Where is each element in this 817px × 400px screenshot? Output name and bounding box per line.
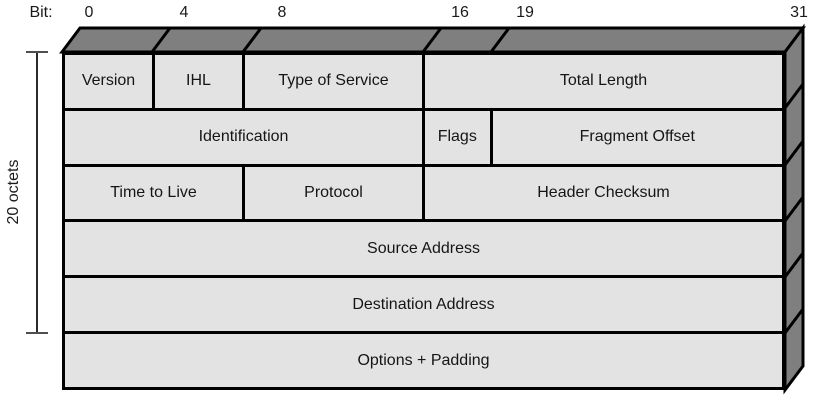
bit-tick-0: 0 xyxy=(84,4,94,21)
field-source-address: Source Address xyxy=(65,222,782,276)
field-ihl: IHL xyxy=(155,55,242,108)
bit-tick-4: 4 xyxy=(179,4,189,21)
field-options-padding: Options + Padding xyxy=(65,334,782,387)
field-time-to-live: Time to Live xyxy=(65,166,242,220)
top-face-bit-dividers xyxy=(150,27,511,53)
octets-bracket-bottom-tick xyxy=(26,332,48,334)
field-identification: Identification xyxy=(65,110,422,164)
field-total-length: Total Length xyxy=(425,55,782,108)
field-protocol: Protocol xyxy=(245,166,422,220)
bit-axis-title: Bit: xyxy=(29,4,53,21)
octets-bracket-top-tick xyxy=(26,51,48,53)
bit-tick-19: 19 xyxy=(516,4,534,21)
right-face-3d xyxy=(783,23,805,395)
octets-bracket-line xyxy=(36,52,38,333)
field-version: Version xyxy=(65,55,152,108)
field-header-checksum: Header Checksum xyxy=(425,166,782,220)
bit-tick-8: 8 xyxy=(277,4,287,21)
bit-tick-16: 16 xyxy=(451,4,469,21)
field-flags: Flags xyxy=(425,110,490,164)
field-fragment-offset: Fragment Offset xyxy=(492,110,782,164)
octets-label: 20 octets xyxy=(5,159,22,225)
field-type-of-service: Type of Service xyxy=(245,55,422,108)
header-field-grid: Version IHL Type of Service Total Length… xyxy=(62,52,785,390)
field-destination-address: Destination Address xyxy=(65,278,782,332)
bit-tick-31: 31 xyxy=(790,4,808,21)
top-face-3d xyxy=(59,26,806,54)
right-face-row-dividers xyxy=(783,83,805,334)
